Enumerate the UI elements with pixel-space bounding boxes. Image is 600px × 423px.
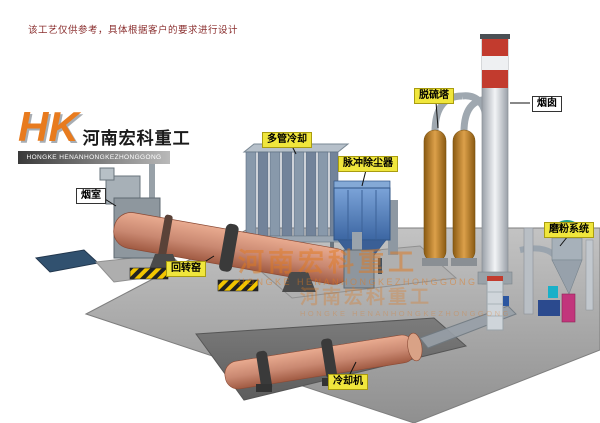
label-desulfurization-tower: 脱硫塔 xyxy=(414,88,454,104)
company-logo: HK 河南宏科重工 HONGKE HENANHONGKEZHONGGONG xyxy=(18,103,190,164)
logo-company-name-cn: 河南宏科重工 xyxy=(82,129,191,148)
label-grinding-system: 磨粉系统 xyxy=(544,222,594,238)
auxiliary-column-graphic xyxy=(486,276,509,331)
label-smoke-chamber: 烟室 xyxy=(76,188,106,204)
rotary-kiln-graphic xyxy=(113,212,375,292)
label-pulse-dust-collector: 脉冲除尘器 xyxy=(338,156,398,172)
logo-company-name-en: HONGKE HENANHONGKEZHONGGONG xyxy=(18,151,170,164)
disclaimer-note: 该工艺仅供参考，具体根据客户的要求进行设计 xyxy=(28,25,239,36)
label-chimney: 烟囱 xyxy=(532,96,562,112)
logo-monogram: HK xyxy=(18,103,79,150)
label-cooling-machine: 冷却机 xyxy=(328,374,368,390)
label-rotary-kiln: 回转窑 xyxy=(166,261,206,277)
chimney-graphic xyxy=(477,34,513,285)
label-multi-tube-cooler: 多管冷却 xyxy=(262,132,312,148)
grinding-system-graphic xyxy=(519,220,594,323)
